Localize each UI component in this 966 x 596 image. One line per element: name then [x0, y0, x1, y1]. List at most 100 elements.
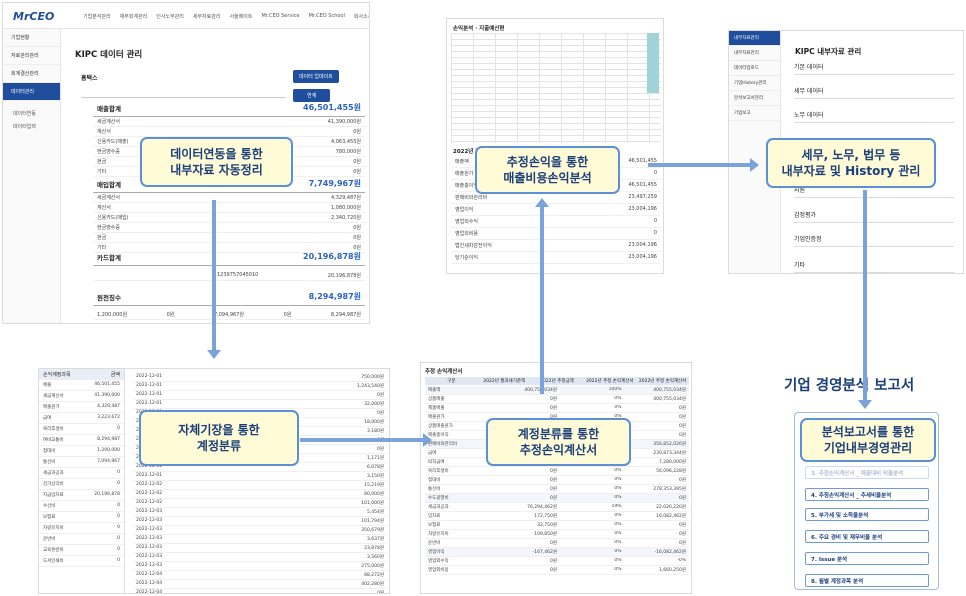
internal-sidebar-item[interactable]: 내부자료관리 [729, 46, 780, 61]
report-item[interactable]: 4. 추정손익계산서 _ 추세비율분석 [805, 488, 929, 501]
sidebar-subitem[interactable]: 데이터연동 [13, 111, 37, 117]
account-amount: 0 [117, 470, 120, 475]
arrow-right-top [648, 163, 752, 167]
ledger-date: 2022-12-03 [136, 527, 163, 532]
brand-logo[interactable]: MrCEO [13, 10, 55, 23]
top-nav-item[interactable]: 재무회계관리 [119, 14, 148, 20]
internal-sidebar-item[interactable]: 데이터업로드 [729, 61, 780, 76]
report-item[interactable]: 8. 월별 계정과목 분석 [805, 574, 929, 587]
sidebar-subitem[interactable]: 데이터입력 [13, 124, 37, 130]
row-value: 780,000원 [335, 149, 361, 155]
arrow-down-right [863, 190, 867, 402]
internal-data-item[interactable]: 기본 데이터 [794, 62, 954, 75]
report-item[interactable]: 5. 부가세 및 소득율분석 [805, 508, 929, 521]
profit-row-label: 영업외수익 [455, 219, 479, 225]
withholding-cell: 1,200,000원 [97, 312, 128, 318]
ledger-amount: 750,000원 [361, 375, 384, 380]
internal-data-item[interactable]: 지원 [794, 185, 954, 198]
account-amount: 0 [117, 558, 120, 563]
internal-sidebar-item[interactable]: 기업보고 [729, 106, 780, 121]
pl-cell: 0% [614, 495, 622, 500]
account-name: 도서인쇄비 [43, 559, 64, 564]
ledger-amount: 6,078원 [366, 465, 384, 470]
report-list-frame [794, 412, 939, 590]
sidebar-item[interactable]: 기업현황 [3, 29, 60, 47]
top-nav-item[interactable]: 인사노무관리 [156, 14, 184, 20]
summary-row: 신용카드(매입)2,340,720원 [93, 213, 365, 223]
top-nav-item[interactable]: 세무자료관리 [192, 14, 221, 20]
account-name: 감가상각비 [43, 482, 64, 487]
internal-data-item[interactable]: 감정평가 [794, 210, 954, 223]
pl-cell: 통신비 [428, 487, 441, 492]
internal-page-title: KIPC 내부자료 관리 [795, 47, 862, 56]
top-nav-item[interactable]: 서울메이트 [229, 14, 253, 20]
pl-cell: 수도광열비 [428, 496, 449, 501]
hometax-section-label: 홈택스 [81, 75, 98, 82]
data-update-button[interactable]: 데이터 업데이트 [293, 70, 339, 83]
top-nav-item[interactable]: 기업분석관리 [83, 14, 111, 20]
account-amount: 0 [117, 525, 120, 530]
row-value: 0원 [353, 225, 361, 231]
sidebar-item[interactable]: 회계결산관리 [3, 65, 60, 83]
internal-data-item[interactable]: 노무 데이터 [794, 110, 954, 123]
search-input[interactable] [81, 88, 286, 98]
internal-data-item[interactable]: 기업인증정 [794, 234, 954, 247]
row-value: 0원 [353, 129, 361, 135]
row-label: 현금영수증 [97, 149, 121, 155]
sidebar-item[interactable]: 자료관리관리 [3, 47, 60, 65]
top-nav-item[interactable]: 회사소개 [353, 14, 369, 20]
pl-header-cell: 2022년 추정 손익계산서 [638, 379, 687, 384]
pl-cell: 0원 [678, 406, 686, 411]
pl-cell: -167,462원 [532, 550, 557, 555]
account-name: 접대비 [43, 449, 56, 454]
ledger-amount: 15,219원 [364, 483, 384, 488]
internal-data-item[interactable]: 세무 데이터 [794, 86, 954, 99]
withholding-cell: 7,094,967원 [213, 312, 245, 318]
arrow-down-left-head [207, 350, 221, 359]
top-nav-item[interactable]: Mr.CEO School [308, 13, 345, 19]
budget-grid [451, 33, 661, 143]
ledger-amount: 23,878원 [364, 546, 384, 551]
amount-header: 금액 [110, 372, 120, 378]
top-nav-item[interactable]: Mr.CEO Service [261, 13, 300, 19]
internal-sidebar-item[interactable]: 내부자료관리 [729, 31, 780, 46]
internal-sidebar-item[interactable]: 분석보고서관리 [729, 91, 780, 106]
profit-row-label: 당기순이익 [455, 255, 479, 261]
account-amount: 41,390,000 [94, 393, 120, 398]
report-item[interactable]: 7. Issue 분석 [805, 552, 929, 565]
profit-row-value: 0 [653, 170, 657, 176]
internal-data-item[interactable]: 기타 [794, 260, 954, 273]
ledger-date: 2022-12-01 [136, 392, 163, 397]
report-item[interactable]: 3. 추정손익계산서 _ 매출대비 비율분석 [805, 466, 929, 479]
internal-sidebar-item[interactable]: 기업History관리 [729, 76, 780, 91]
card-number: 1239757045010 [217, 272, 259, 278]
pl-cell: 0원 [549, 496, 557, 501]
ledger-date: 2022-12-01 [136, 401, 163, 406]
sidebar-item[interactable]: 데이터관리 [3, 83, 60, 101]
withholding-cell: 0원 [166, 312, 175, 318]
ledger-amount: 32,000원 [364, 402, 384, 407]
pl-cell: 0원 [678, 496, 686, 501]
link-button[interactable]: 연계 [293, 89, 331, 102]
account-name: 통신비 [43, 460, 56, 465]
pl-header-cell: 2022년 추정금액 [540, 379, 574, 384]
pl-cell: -16,082,462원 [654, 550, 686, 555]
report-item[interactable]: 6. 주요 경비 및 재무비율 분석 [805, 530, 929, 543]
